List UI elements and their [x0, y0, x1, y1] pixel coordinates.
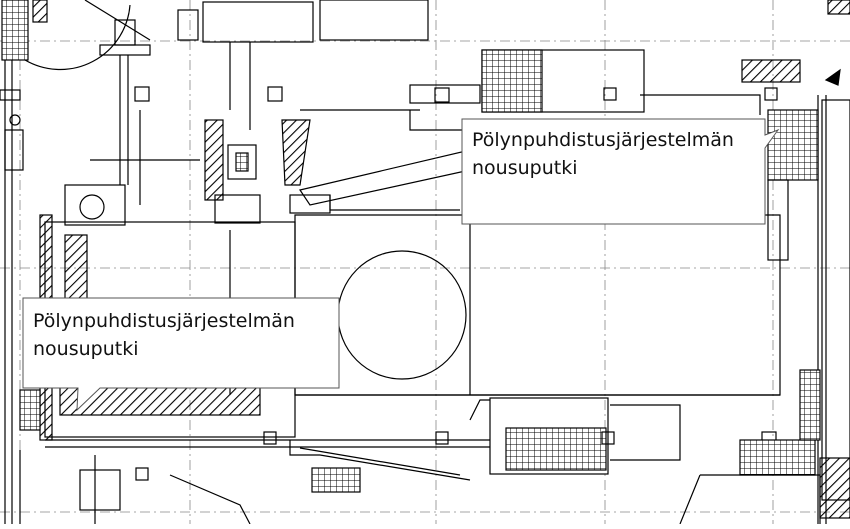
callout-label-left: Pölynpuhdistusjärjestelmän nousuputki — [33, 307, 295, 363]
upper-left-wall — [0, 0, 151, 524]
callout-left-line2: nousuputki — [33, 338, 139, 360]
upper-structures — [64, 0, 429, 226]
callout-box-right — [461, 118, 780, 225]
lower-structures — [19, 369, 850, 525]
callout-right-line1: Pölynpuhdistusjärjestelmän — [472, 129, 734, 151]
callout-label-right: Pölynpuhdistusjärjestelmän nousuputki — [472, 126, 734, 182]
callout-right-line2: nousuputki — [472, 157, 578, 179]
upper-central-duct — [214, 84, 481, 224]
callout-box-left — [22, 297, 340, 412]
callout-left-line1: Pölynpuhdistusjärjestelmän — [33, 310, 295, 332]
